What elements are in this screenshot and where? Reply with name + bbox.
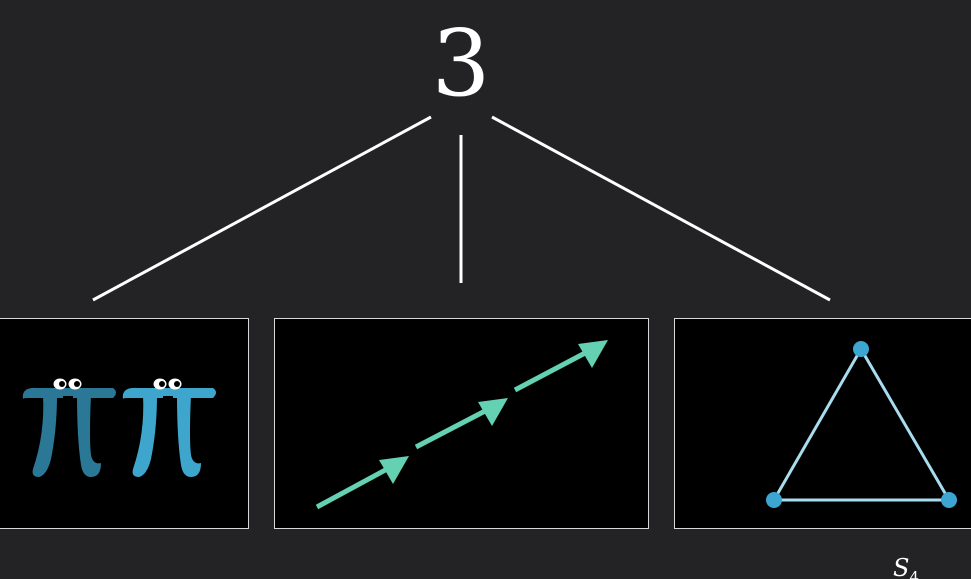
arrow-icon [513,340,608,393]
triangle-vertex-right [941,492,957,508]
arrow-icon [414,398,508,450]
triangle-panel [674,318,971,529]
arrows-graphic [315,340,608,510]
triangle-icon [771,346,952,502]
root-number: 3 [431,10,491,117]
connector-left [92,115,432,302]
arrows-panel [274,318,649,529]
group-label-subscript: 4 [909,567,919,579]
connector-right [491,115,831,302]
pi-creatures-panel [0,318,249,529]
group-label: S4 [893,553,919,579]
pi-creature-icon [122,378,216,477]
pi-creature-icon [22,378,116,477]
pi-creatures-graphic [22,378,216,477]
triangle-vertex-left [766,492,782,508]
triangle-graphic [766,341,957,508]
arrow-icon [315,456,409,510]
triangle-vertex-top [853,341,869,357]
group-label-letter: S [893,554,910,579]
